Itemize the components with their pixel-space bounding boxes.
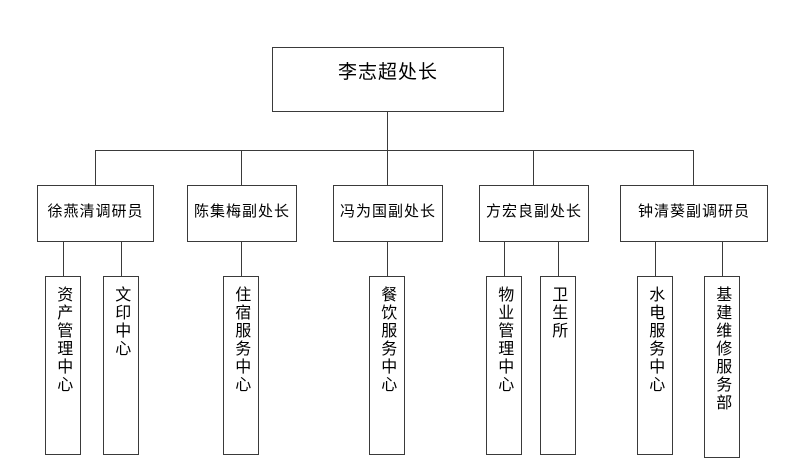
org-node-unit-5-label: 物业管理中心 bbox=[495, 286, 515, 394]
connector-bus-to-manager-3 bbox=[387, 150, 388, 185]
org-node-unit-7[interactable]: 水电服务中心 bbox=[637, 276, 673, 455]
org-node-unit-6[interactable]: 卫生所 bbox=[540, 276, 576, 455]
org-node-unit-3[interactable]: 住宿服务中心 bbox=[223, 276, 259, 455]
connector-manager-5-to-unit-7 bbox=[655, 242, 656, 276]
org-node-root-label: 李志超处长 bbox=[337, 61, 438, 83]
org-node-manager-4-label: 方宏良副处长 bbox=[485, 202, 582, 220]
connector-manager-1-to-unit-1 bbox=[63, 242, 64, 276]
org-node-manager-3[interactable]: 冯为国副处长 bbox=[333, 185, 443, 242]
org-node-manager-5[interactable]: 钟清葵副调研员 bbox=[620, 185, 768, 242]
connector-bus-to-manager-5 bbox=[693, 150, 694, 185]
org-node-unit-1[interactable]: 资产管理中心 bbox=[45, 276, 81, 455]
connector-manager-4-to-unit-6 bbox=[558, 242, 559, 276]
org-node-unit-3-label: 住宿服务中心 bbox=[232, 286, 252, 394]
org-node-unit-4-label: 餐饮服务中心 bbox=[378, 286, 398, 394]
org-node-manager-3-label: 冯为国副处长 bbox=[339, 202, 436, 220]
connector-manager-bus bbox=[95, 150, 694, 151]
org-node-unit-2[interactable]: 文印中心 bbox=[103, 276, 139, 455]
org-node-manager-4[interactable]: 方宏良副处长 bbox=[479, 185, 589, 242]
connector-manager-2-to-unit-3 bbox=[241, 242, 242, 276]
connector-manager-5-to-unit-8 bbox=[722, 242, 723, 276]
connector-manager-4-to-unit-5 bbox=[504, 242, 505, 276]
org-node-manager-1-label: 徐燕清调研员 bbox=[47, 202, 144, 220]
org-node-manager-5-label: 钟清葵副调研员 bbox=[637, 202, 750, 220]
connector-manager-1-to-unit-2 bbox=[121, 242, 122, 276]
org-node-unit-7-label: 水电服务中心 bbox=[646, 286, 666, 394]
org-node-unit-1-label: 资产管理中心 bbox=[54, 286, 74, 394]
org-node-unit-8-label: 基建维修服务部 bbox=[713, 286, 733, 412]
org-node-manager-1[interactable]: 徐燕清调研员 bbox=[37, 185, 154, 242]
connector-bus-to-manager-2 bbox=[241, 150, 242, 185]
connector-bus-to-manager-4 bbox=[533, 150, 534, 185]
connector-bus-to-manager-1 bbox=[95, 150, 96, 185]
org-node-manager-2-label: 陈集梅副处长 bbox=[193, 202, 290, 220]
org-node-unit-5[interactable]: 物业管理中心 bbox=[486, 276, 522, 455]
org-node-root[interactable]: 李志超处长 bbox=[272, 47, 504, 112]
org-node-unit-8[interactable]: 基建维修服务部 bbox=[704, 276, 740, 458]
org-node-manager-2[interactable]: 陈集梅副处长 bbox=[187, 185, 297, 242]
connector-manager-3-to-unit-4 bbox=[387, 242, 388, 276]
org-node-unit-6-label: 卫生所 bbox=[549, 286, 569, 340]
connector-root-stem bbox=[387, 112, 388, 151]
org-node-unit-2-label: 文印中心 bbox=[112, 286, 132, 358]
org-node-unit-4[interactable]: 餐饮服务中心 bbox=[369, 276, 405, 455]
